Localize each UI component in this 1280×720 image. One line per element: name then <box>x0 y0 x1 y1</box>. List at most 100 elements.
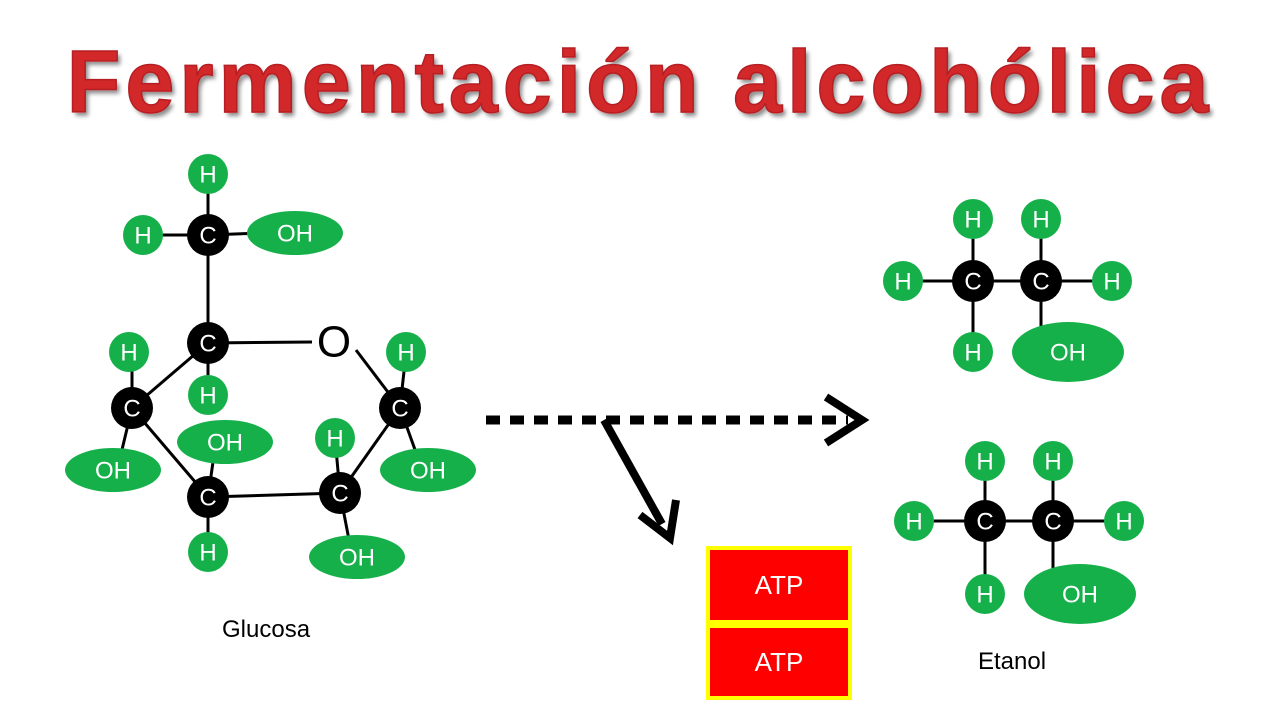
hydrogen-atom: H <box>953 332 993 372</box>
hydroxyl-ellipse <box>247 211 343 255</box>
hydrogen-atom: H <box>965 574 1005 614</box>
hydroxyl-ellipse <box>177 420 273 464</box>
page-title: Fermentación alcohólica <box>66 32 1214 131</box>
hydrogen-atom: H <box>1092 261 1132 301</box>
carbon-atom: C <box>187 476 229 518</box>
hydroxyl-group: OH <box>247 211 343 255</box>
hydrogen-circle <box>1092 261 1132 301</box>
carbon-label: C <box>1044 509 1061 536</box>
hydrogen-label: H <box>1103 269 1120 296</box>
hydrogen-atom: H <box>188 532 228 572</box>
hydroxyl-label: OH <box>95 458 131 485</box>
hydrogen-label: H <box>199 540 216 567</box>
hydrogen-label: H <box>1115 509 1132 536</box>
carbon-atom: C <box>111 387 153 429</box>
carbon-label: C <box>199 485 216 512</box>
carbon-atom: C <box>187 214 229 256</box>
hydrogen-atom: H <box>883 261 923 301</box>
hydrogen-atom: H <box>1104 501 1144 541</box>
hydrogen-circle <box>315 418 355 458</box>
hydrogen-circle <box>109 332 149 372</box>
arrowhead <box>823 393 870 447</box>
ethanol-label: Etanol <box>978 648 1047 675</box>
hydrogen-circle <box>188 154 228 194</box>
hydroxyl-ellipse <box>1024 564 1136 624</box>
carbon-label: C <box>123 396 140 423</box>
hydrogen-label: H <box>964 207 981 234</box>
carbon-atom: C <box>187 322 229 364</box>
hydrogen-label: H <box>199 383 216 410</box>
hydrogen-label: H <box>134 223 151 250</box>
carbon-circle <box>187 322 229 364</box>
hydrogen-circle <box>1021 199 1061 239</box>
hydrogen-atom: H <box>109 332 149 372</box>
carbon-atom: C <box>319 472 361 514</box>
hydrogen-circle <box>965 441 1005 481</box>
carbon-atom: C <box>379 387 421 429</box>
hydrogen-circle <box>188 375 228 415</box>
carbon-atom: C <box>952 260 994 302</box>
carbon-label: C <box>331 481 348 508</box>
hydrogen-label: H <box>976 582 993 609</box>
hydrogen-circle <box>1033 441 1073 481</box>
carbon-label: C <box>1032 269 1049 296</box>
hydrogen-label: H <box>1044 449 1061 476</box>
hydroxyl-group: OH <box>1024 564 1136 624</box>
hydrogen-circle <box>894 501 934 541</box>
hydroxyl-ellipse <box>380 448 476 492</box>
hydrogen-atom: H <box>965 441 1005 481</box>
bond-line <box>207 491 341 499</box>
hydrogen-circle <box>953 332 993 372</box>
hydroxyl-label: OH <box>339 545 375 572</box>
hydroxyl-label: OH <box>1050 340 1086 367</box>
hydrogen-label: H <box>964 340 981 367</box>
hydrogen-label: H <box>894 269 911 296</box>
hydroxyl-ellipse <box>1012 322 1124 382</box>
glucose-label: Glucosa <box>222 616 311 643</box>
hydrogen-circle <box>123 215 163 255</box>
atp-arrow <box>600 418 666 526</box>
hydrogen-circle <box>953 199 993 239</box>
hydroxyl-ellipse <box>309 535 405 579</box>
hydrogen-circle <box>386 332 426 372</box>
carbon-label: C <box>199 223 216 250</box>
hydroxyl-label: OH <box>207 430 243 457</box>
hydrogen-circle <box>1104 501 1144 541</box>
hydrogen-atom: H <box>188 375 228 415</box>
atp-box: ATP <box>706 624 852 700</box>
hydroxyl-label: OH <box>410 458 446 485</box>
arrows <box>486 393 870 546</box>
ring-oxygen: O <box>317 318 351 367</box>
carbon-atom: C <box>964 500 1006 542</box>
hydroxyl-ellipse <box>65 448 161 492</box>
carbon-label: C <box>976 509 993 536</box>
carbon-circle <box>379 387 421 429</box>
carbon-circle <box>964 500 1006 542</box>
carbon-circle <box>111 387 153 429</box>
hydroxyl-group: OH <box>177 420 273 464</box>
hydrogen-atom: H <box>1033 441 1073 481</box>
carbon-circle <box>319 472 361 514</box>
hydrogen-circle <box>965 574 1005 614</box>
hydrogen-atom: H <box>386 332 426 372</box>
carbon-circle <box>187 476 229 518</box>
hydroxyl-group: OH <box>309 535 405 579</box>
hydroxyl-group: OH <box>380 448 476 492</box>
carbon-label: C <box>964 269 981 296</box>
carbon-circle <box>952 260 994 302</box>
hydrogen-label: H <box>397 340 414 367</box>
carbon-label: C <box>199 331 216 358</box>
atp-box: ATP <box>706 546 852 624</box>
hydrogen-atom: H <box>894 501 934 541</box>
hydrogen-atom: H <box>1021 199 1061 239</box>
carbon-circle <box>1032 500 1074 542</box>
hydrogen-atom: H <box>123 215 163 255</box>
hydrogen-atom: H <box>188 154 228 194</box>
hydroxyl-group: OH <box>65 448 161 492</box>
hydrogen-circle <box>188 532 228 572</box>
hydrogen-label: H <box>326 426 343 453</box>
carbon-label: C <box>391 396 408 423</box>
hydrogen-label: H <box>976 449 993 476</box>
